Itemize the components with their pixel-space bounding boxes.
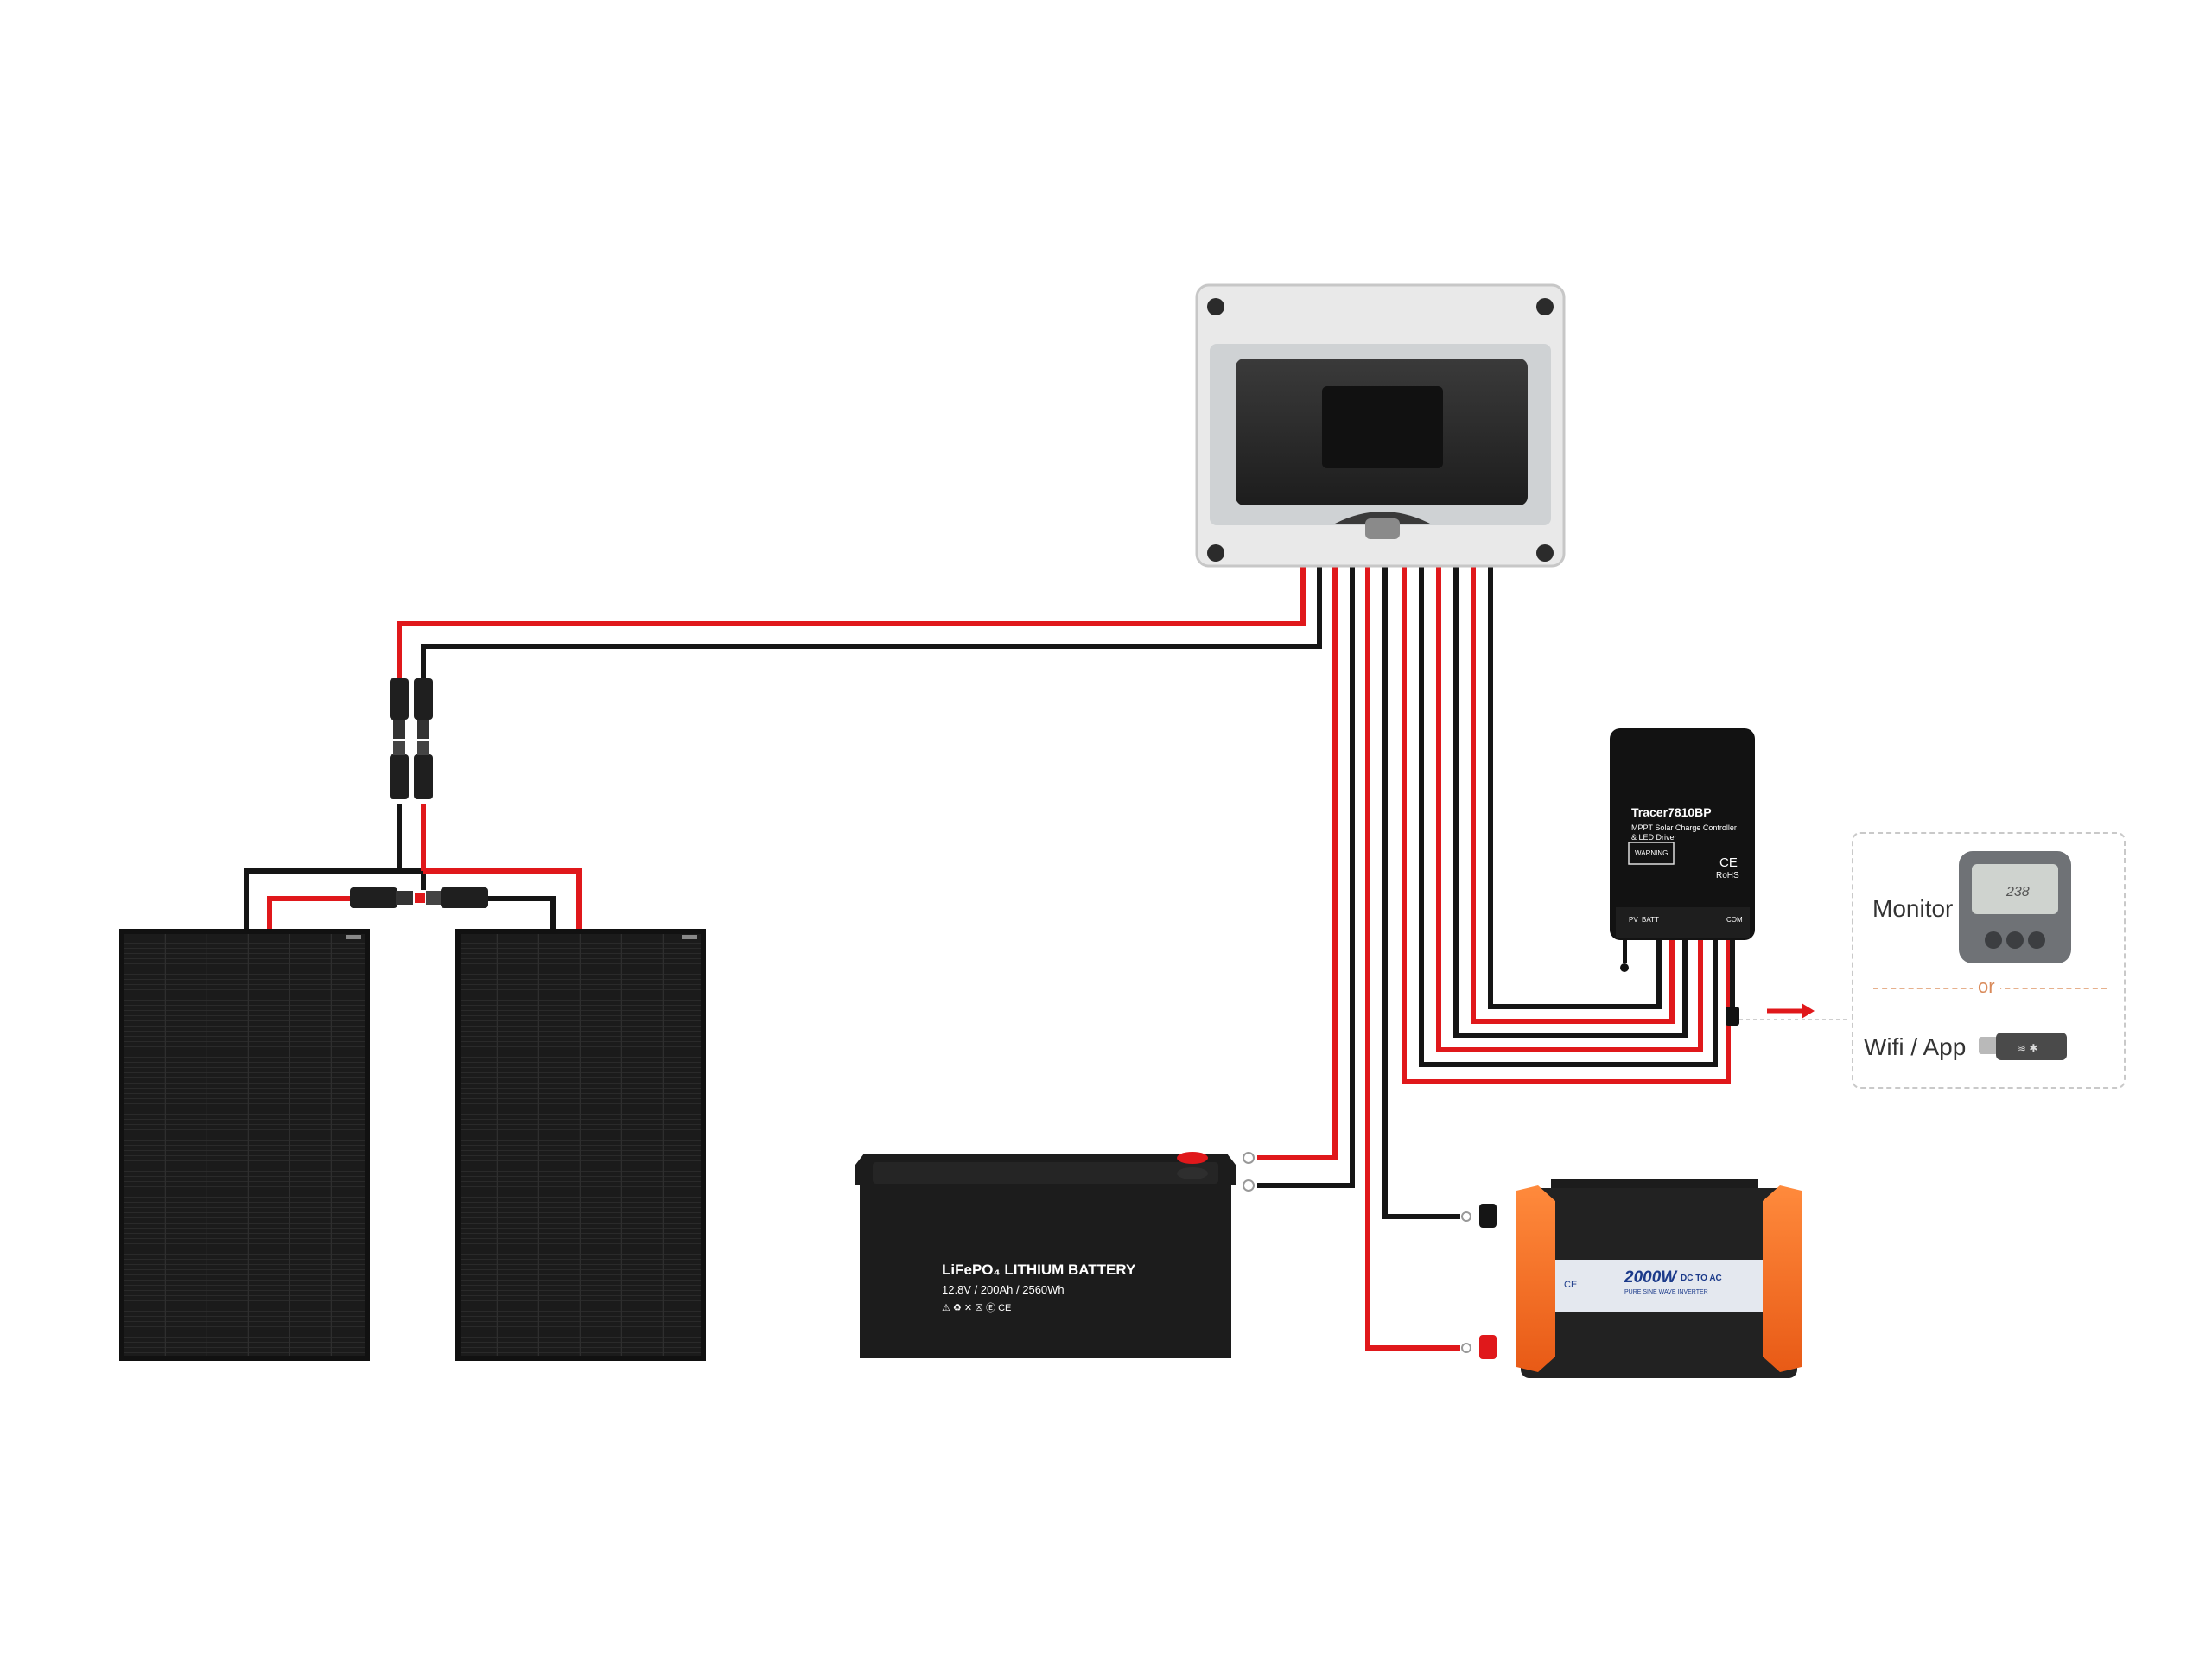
wire-pv-positive (397, 566, 1306, 683)
controller-model: Tracer7810BP (1631, 805, 1712, 819)
wire-battery-negative (1257, 566, 1355, 1188)
battery-specs: 12.8V / 200Ah / 2560Wh (942, 1283, 1065, 1296)
wire-panel-negative (244, 868, 426, 929)
solar-panel-icon (455, 929, 706, 1361)
wire-inverter-negative (1382, 566, 1460, 1219)
controller-rohs: RoHS (1716, 871, 1739, 880)
wire-ctrl-6 (1488, 566, 1662, 1009)
controller-warning: WARNING (1635, 849, 1668, 857)
wire-panel-link-positive (423, 868, 582, 929)
wire-battery-positive (1257, 566, 1338, 1160)
monitoring-options-box (1852, 832, 2126, 1089)
solar-panel-icon (119, 929, 370, 1361)
controller-port-pv: PV (1629, 916, 1638, 924)
wire-ctrl-3 (1436, 566, 1703, 1052)
battery-icon: LiFePO₄ LITHIUM BATTERY 12.8V / 200Ah / … (855, 1152, 1255, 1358)
remote-meter-icon: 238 (1959, 851, 2071, 963)
wifi-app-label: Wifi / App (1864, 1033, 1967, 1060)
controller-subtitle-2: & LED Driver (1631, 833, 1677, 842)
inverter-ce-mark: CE (1564, 1280, 1577, 1290)
inverter-rating: 2000W (1624, 1268, 1678, 1287)
charge-controller-icon: Tracer7810BP MPPT Solar Charge Controlle… (1610, 728, 1755, 1026)
battery-certification-icons: ⚠ ♻ ✕ ☒ Ⓔ CE (942, 1302, 1011, 1313)
or-label: or (1973, 976, 2000, 998)
monitor-label: Monitor (1872, 895, 1954, 922)
wire-ctrl-5 (1471, 566, 1675, 1024)
inverter-type: DC TO AC (1681, 1274, 1722, 1283)
mc4-connector-icon (350, 887, 488, 908)
wire-pv-negative (421, 566, 1322, 683)
controller-port-batt: BATT (1642, 916, 1659, 924)
inverter-subtitle: PURE SINE WAVE INVERTER (1624, 1289, 1708, 1295)
distribution-box-icon (1195, 283, 1566, 568)
mc4-connector-icon (390, 678, 433, 799)
meter-display-value: 238 (2005, 885, 2030, 899)
arrow-right-icon (1739, 1003, 1849, 1020)
wire-panel-link-negative (467, 896, 556, 929)
wire-inverter-positive (1365, 566, 1460, 1351)
wifi-dongle-icon: ≋ ✱ (1979, 1033, 2067, 1060)
wire-ctrl-2 (1419, 566, 1718, 1067)
battery-title: LiFePO₄ LITHIUM BATTERY (942, 1262, 1136, 1278)
controller-ce-mark: CE (1719, 855, 1738, 870)
controller-port-com: COM (1726, 916, 1743, 924)
inverter-icon: 2000W DC TO AC PURE SINE WAVE INVERTER C… (1461, 1179, 1802, 1378)
svg-text:≋ ✱: ≋ ✱ (2018, 1042, 2037, 1054)
wire-panel-positive (267, 896, 354, 929)
controller-subtitle-1: MPPT Solar Charge Controller (1631, 823, 1737, 832)
wire-ctrl-4 (1453, 566, 1688, 1038)
